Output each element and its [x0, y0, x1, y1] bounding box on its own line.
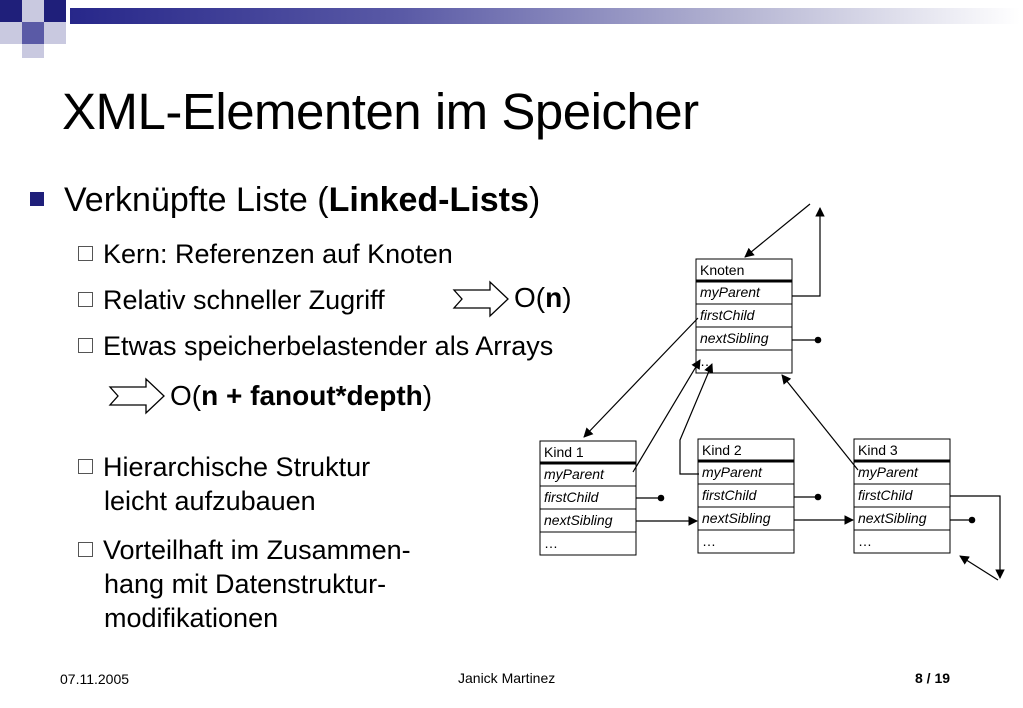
node-field: …	[858, 533, 872, 549]
bullet-text: Verknüpfte Liste (	[64, 181, 329, 219]
subitem-3: Etwas speicherbelastender als Arrays	[78, 329, 553, 363]
node-knoten: Knoten myParent firstChild nextSibling …	[695, 258, 793, 374]
node-kind-3: Kind 3 myParent firstChild nextSibling …	[853, 438, 951, 554]
node-field: myParent	[858, 464, 919, 480]
node-box	[697, 438, 795, 554]
node-title: Kind 3	[858, 442, 898, 458]
checkbox-bullet-icon	[78, 542, 93, 558]
node-field: nextSibling	[702, 510, 771, 526]
node-field: myParent	[702, 464, 763, 480]
implies-arrow-icon	[108, 377, 165, 415]
checkbox-bullet-icon	[78, 338, 93, 354]
corner-decoration	[0, 0, 66, 58]
subitem-4: Hierarchische Struktur leicht aufzubauen	[78, 450, 370, 518]
footer-date: 07.11.2005	[60, 671, 130, 687]
node-field: nextSibling	[700, 330, 769, 346]
node-title: Knoten	[700, 262, 744, 278]
square-bullet-icon	[30, 192, 44, 207]
node-title: Kind 1	[544, 444, 584, 460]
node-kind-2: Kind 2 myParent firstChild nextSibling …	[697, 438, 795, 554]
subitem-1: Kern: Referenzen auf Knoten	[78, 237, 453, 271]
node-box	[853, 438, 951, 554]
node-field: …	[700, 353, 714, 369]
node-title: Kind 2	[702, 442, 742, 458]
bullet-close: )	[528, 181, 541, 219]
complexity-memory: O(n + fanout*depth)	[170, 380, 433, 411]
implies-arrow-icon	[452, 280, 509, 318]
node-field: nextSibling	[544, 512, 613, 528]
node-field: firstChild	[544, 489, 600, 505]
node-field: firstChild	[700, 307, 756, 323]
node-kind-1: Kind 1 myParent firstChild nextSibling …	[539, 440, 637, 556]
node-field: …	[702, 533, 716, 549]
node-field: myParent	[700, 284, 761, 300]
node-field: firstChild	[858, 487, 914, 503]
footer-author: Janick Martinez	[458, 670, 556, 686]
footer-page-number: 8 / 19	[915, 670, 951, 686]
subitem-2: Relativ schneller Zugriff	[78, 283, 385, 317]
main-bullet: Verknüpfte Liste (Linked-Lists)	[30, 181, 540, 220]
node-field: …	[544, 535, 558, 551]
node-field: firstChild	[702, 487, 758, 503]
checkbox-bullet-icon	[78, 246, 93, 262]
checkbox-bullet-icon	[78, 459, 93, 475]
node-box	[695, 258, 793, 374]
subitem-5: Vorteilhaft im Zusammen- hang mit Datens…	[78, 533, 411, 635]
bullet-bold: Linked-Lists	[328, 181, 529, 219]
node-field: nextSibling	[858, 510, 927, 526]
node-field: myParent	[544, 466, 605, 482]
header-gradient-bar	[70, 8, 1020, 24]
slide-title: XML-Elementen im Speicher	[62, 83, 699, 140]
complexity-access: O(n)	[514, 282, 572, 313]
checkbox-bullet-icon	[78, 292, 93, 308]
